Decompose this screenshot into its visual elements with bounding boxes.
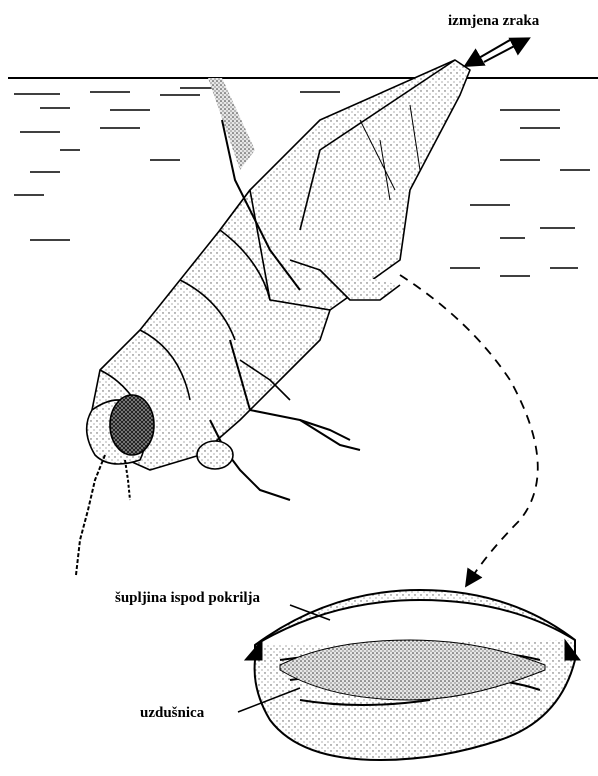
dashed-connector	[400, 275, 538, 580]
diving-beetle	[76, 60, 470, 575]
label-air-exchange: izmjena zraka	[448, 13, 540, 29]
beetle-eye	[110, 395, 154, 455]
air-exchange-arrows	[472, 40, 522, 62]
elytron-hook-left	[245, 640, 262, 660]
label-spiracle: uzdušnica	[140, 705, 205, 721]
cross-section	[245, 590, 580, 760]
label-subelytral-cavity: šupljina ispod pokrilja	[115, 590, 261, 606]
beetle-leg-joint	[197, 441, 233, 469]
